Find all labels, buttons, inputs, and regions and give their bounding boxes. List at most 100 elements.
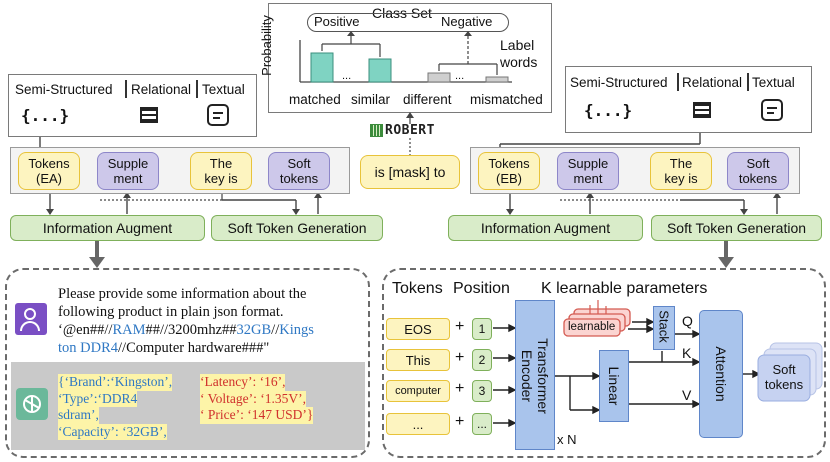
plus-sign: + xyxy=(455,349,465,366)
resp-right-line: ‘ Price’: ‘147 USD’} xyxy=(200,407,314,424)
right-text-doc-icon xyxy=(761,99,783,121)
class-set-box xyxy=(307,13,509,32)
right-table-icon xyxy=(693,102,711,118)
plus-sign: + xyxy=(455,413,465,430)
user-avatar-body xyxy=(20,321,40,331)
prompt-seg-tail: //Computer hardware###" xyxy=(118,340,270,356)
info-augment-right: Information Augment xyxy=(448,215,643,241)
left-supplement: Supple ment xyxy=(97,152,159,190)
prompt-seg-kings: Kings xyxy=(279,322,314,338)
prompt-line-1: Please provide some information about th… xyxy=(58,286,307,302)
left-semi-structured-label: Semi-Structured xyxy=(15,82,113,97)
assistant-icon xyxy=(16,388,48,420)
assistant-knot-icon xyxy=(23,395,41,413)
bar-similar xyxy=(368,58,392,83)
right-semi-structured-label: Semi-Structured xyxy=(570,75,668,90)
plus-sign: + xyxy=(455,380,465,397)
left-text-doc-icon xyxy=(207,104,229,126)
soft-token-gen-left: Soft Token Generation xyxy=(211,215,383,241)
robert-logo-text: ROBERT xyxy=(385,123,435,138)
right-json-icon: {...} xyxy=(584,101,633,120)
prompt-line-3: ‘@en##//RAM##//3200mhz##32GB//Kings xyxy=(58,321,363,339)
right-text-doc-icon-line2 xyxy=(767,112,774,114)
q-label: Q xyxy=(682,313,693,329)
word-different: different xyxy=(403,92,452,107)
right-text-doc-icon-line1 xyxy=(767,107,777,109)
learnable-label: learnable xyxy=(568,321,616,333)
resp-left-line: ‘Capacity’: ‘32GB’, xyxy=(58,423,167,440)
word-matched: matched xyxy=(289,92,341,107)
prompt-seg-a: ‘@en##// xyxy=(58,322,113,338)
attention-label: Attention xyxy=(713,346,729,402)
right-key-is: The key is xyxy=(650,152,712,190)
right-format-divider-1 xyxy=(677,73,679,91)
right-textual-label: Textual xyxy=(752,75,795,90)
word-similar: similar xyxy=(351,92,390,107)
chat-prompt: Please provide some information about th… xyxy=(58,285,363,357)
transformer-encoder-label: Transformer Encoder xyxy=(519,338,551,414)
position-2: 2 xyxy=(472,349,492,371)
dots-left: ... xyxy=(342,70,352,82)
dots-right: ... xyxy=(455,70,465,82)
plus-sign: + xyxy=(455,318,465,335)
position-1: 1 xyxy=(472,318,492,340)
token-row-computer: computer xyxy=(386,380,450,402)
v-label: V xyxy=(682,387,692,403)
resp-left-line: sdram’, xyxy=(58,407,99,424)
xn-label: x N xyxy=(557,432,577,447)
bar-mismatched xyxy=(485,76,509,83)
soft-tokens-output-label: Soft tokens xyxy=(764,362,804,392)
bar-different xyxy=(427,72,451,83)
resp-right-line: ‘ Voltage’: ‘1.35V’, xyxy=(200,390,306,407)
position-ellipsis: ... xyxy=(472,413,492,435)
position-3: 3 xyxy=(472,380,492,402)
prompt-seg-32gb: 32GB xyxy=(236,322,272,338)
left-format-divider-2 xyxy=(196,80,198,98)
user-avatar-icon xyxy=(15,303,47,335)
token-row-eos: EOS xyxy=(386,318,450,340)
linear-label: Linear xyxy=(606,366,622,406)
positive-label: Positive xyxy=(314,14,360,29)
k-params-header: K learnable parameters xyxy=(541,280,708,297)
user-avatar-head xyxy=(24,308,36,320)
linear-block xyxy=(599,350,629,422)
resp-left-line: ‘Type’:‘DDR4 xyxy=(58,390,138,407)
left-text-doc-icon-line2 xyxy=(213,117,220,119)
right-soft-tokens: Soft tokens xyxy=(727,152,789,190)
k-label: K xyxy=(682,345,692,361)
token-row-ellipsis: ... xyxy=(386,413,450,435)
prompt-seg-c: ##//3200mhz## xyxy=(145,322,237,338)
bar-matched xyxy=(310,52,334,83)
left-format-divider-1 xyxy=(125,80,127,98)
resp-right-line: ‘Latency’: ‘16’, xyxy=(200,374,286,391)
right-token-eb: Tokens (EB) xyxy=(478,152,540,190)
stack-block xyxy=(653,306,675,350)
right-supplement: Supple ment xyxy=(557,152,619,190)
info-augment-left: Information Augment xyxy=(10,215,205,241)
left-soft-tokens: Soft tokens xyxy=(268,152,330,190)
negative-label: Negative xyxy=(441,14,493,29)
prompt-line-4: ton DDR4//Computer hardware###" xyxy=(58,339,363,357)
left-json-icon: {...} xyxy=(21,106,70,125)
robert-logo-icon xyxy=(370,124,383,137)
left-table-icon xyxy=(140,107,158,123)
resp-left-line: {‘Brand’:‘Kingston’, xyxy=(58,374,173,391)
attention-block xyxy=(699,310,743,438)
label-words-text: Label words xyxy=(500,37,538,70)
left-key-is: The key is xyxy=(190,152,252,190)
left-relational-label: Relational xyxy=(131,82,192,97)
right-relational-label: Relational xyxy=(682,75,743,90)
right-format-divider-2 xyxy=(747,73,749,91)
transformer-encoder-block xyxy=(515,300,555,450)
response-json-right: ‘Latency’: ‘16’, ‘ Voltage’: ‘1.35V’, ‘ … xyxy=(200,374,360,424)
left-token-ea: Tokens (EA) xyxy=(18,152,80,190)
learnable-cards xyxy=(563,308,631,337)
prompt-line-2: following product in plain json format. xyxy=(58,304,284,320)
prompt-seg-ram: RAM xyxy=(112,322,146,338)
token-row-this: This xyxy=(386,349,450,371)
soft-token-gen-right: Soft Token Generation xyxy=(651,215,822,241)
tokens-header: Tokens xyxy=(392,280,443,297)
